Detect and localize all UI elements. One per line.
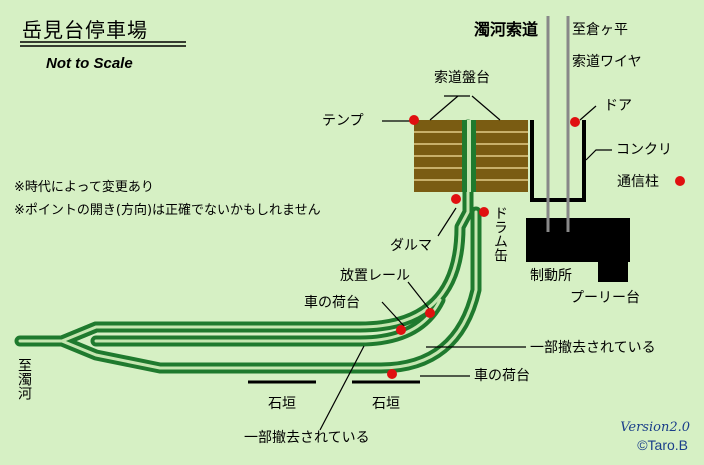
control-house-block (526, 218, 630, 262)
scale-note: Not to Scale (46, 55, 133, 72)
markers (387, 115, 685, 379)
label-removed-1: 一部撤去されている (530, 340, 656, 356)
track-layout (14, 119, 482, 374)
label-platform: 索道盤台 (434, 70, 490, 86)
diagram-title: 岳見台停車場 (22, 18, 148, 42)
label-to-nigorigo: 至濁河 (16, 358, 32, 400)
cable-structure (526, 120, 630, 282)
note-2: ※ポイントの開き(方向)は正確でないかもしれません (14, 203, 321, 218)
lower-track-inner (60, 210, 478, 370)
label-lamp: テンプ (322, 113, 364, 129)
copyright-label: ©Taro.B (637, 437, 688, 453)
note-1: ※時代によって変更あり (14, 180, 154, 195)
leader-lines (319, 95, 612, 431)
label-to-kurumagahira: 至倉ヶ平 (572, 22, 628, 38)
label-door: ドア (604, 98, 632, 114)
label-wall-2: 石垣 (372, 396, 400, 412)
label-concrete: コンクリ (616, 142, 672, 158)
label-removed-2: 一部撤去されている (244, 430, 370, 446)
version-label: Version2.0 (620, 420, 690, 435)
label-drum: ドラム缶 (492, 206, 508, 262)
main-track-inner (18, 123, 470, 343)
middle-track-inner (94, 298, 442, 343)
label-pole: 通信柱 (617, 174, 659, 190)
label-cart-2: 車の荷台 (474, 368, 530, 384)
cable-frame (530, 120, 586, 202)
pulley-block (598, 262, 628, 282)
label-dharma: ダルマ (390, 238, 432, 254)
label-wall-1: 石垣 (268, 396, 296, 412)
label-rail: 放置レール (340, 268, 410, 284)
ropeway-platform (414, 120, 528, 192)
main-track (14, 119, 474, 347)
label-cart-1: 車の荷台 (304, 295, 360, 311)
label-control: 制動所 (530, 268, 572, 284)
label-ropeway: 濁河索道 (474, 20, 539, 39)
label-pulley: プーリー台 (570, 290, 640, 306)
label-cable: 索道ワイヤ (572, 54, 642, 70)
